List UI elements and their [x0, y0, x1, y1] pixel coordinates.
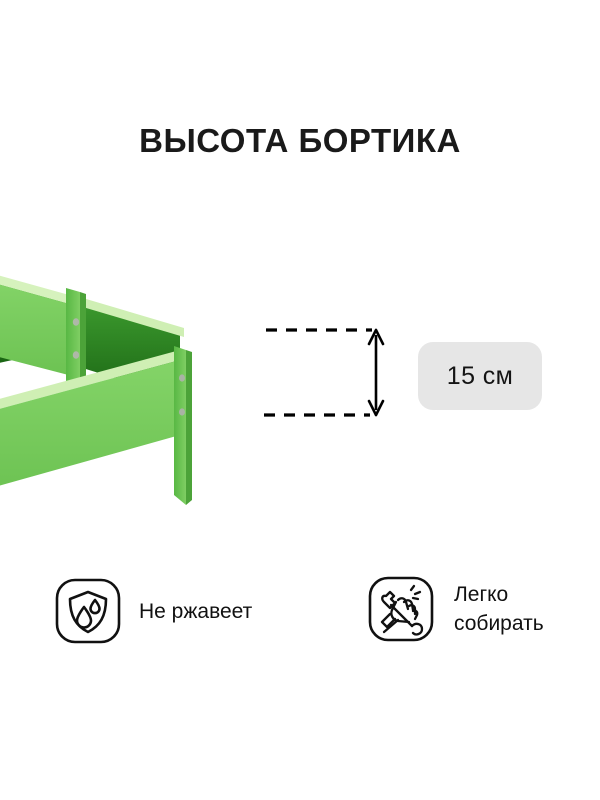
feature-no-rust: Не ржавеет	[55, 578, 252, 644]
dimension-arrow-head-down	[367, 399, 385, 417]
shield-water-drop-icon	[55, 578, 121, 644]
product-illustration-tiered-garden-bed	[0, 275, 192, 505]
garden-bed-tier-bottom	[0, 350, 180, 486]
page-title: ВЫСОТА БОРТИКА	[139, 122, 461, 159]
feature-easy-assembly: Легко собирать	[368, 576, 544, 642]
feature-no-rust-label: Не ржавеет	[139, 599, 253, 623]
feature-easy-assembly-label: Легко собирать	[454, 583, 544, 635]
dimension-annotation	[264, 328, 385, 417]
dimension-arrow-head-up	[367, 328, 385, 346]
measurement-badge-label: 15 см	[446, 361, 514, 390]
hand-wrench-hammer-icon	[368, 576, 434, 642]
garden-bed-corner-posts	[174, 346, 192, 505]
measurement-badge: 15 см	[418, 342, 542, 410]
